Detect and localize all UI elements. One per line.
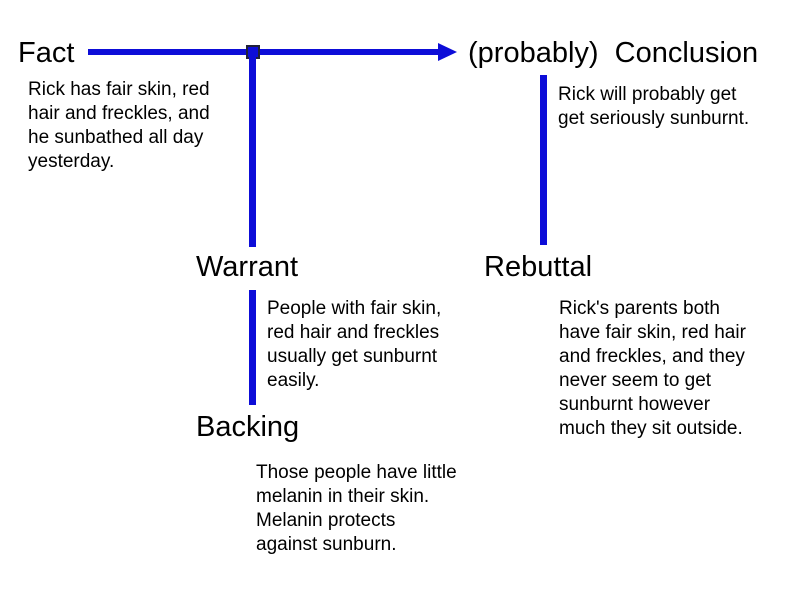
fact-heading: Fact xyxy=(18,37,75,69)
fact-description: Rick has fair skin, red hair and freckle… xyxy=(28,79,210,172)
arrow-right-icon xyxy=(438,43,457,61)
backing-description: Those people have little melanin in thei… xyxy=(256,462,457,555)
conclusion-to-rebuttal-connector xyxy=(540,75,547,245)
fact-to-conclusion-arrow-shaft xyxy=(88,49,440,55)
arrow-to-warrant-connector xyxy=(249,52,256,247)
warrant-to-backing-connector xyxy=(249,290,256,405)
backing-heading: Backing xyxy=(196,411,300,443)
warrant-description: People with fair skin, red hair and frec… xyxy=(267,298,442,391)
rebuttal-description: Rick's parents both have fair skin, red … xyxy=(559,298,746,439)
rebuttal-heading: Rebuttal xyxy=(484,251,593,283)
warrant-heading: Warrant xyxy=(196,251,299,283)
conclusion-heading: (probably) Conclusion xyxy=(468,37,759,69)
conclusion-description: Rick will probably get get seriously sun… xyxy=(558,84,750,129)
